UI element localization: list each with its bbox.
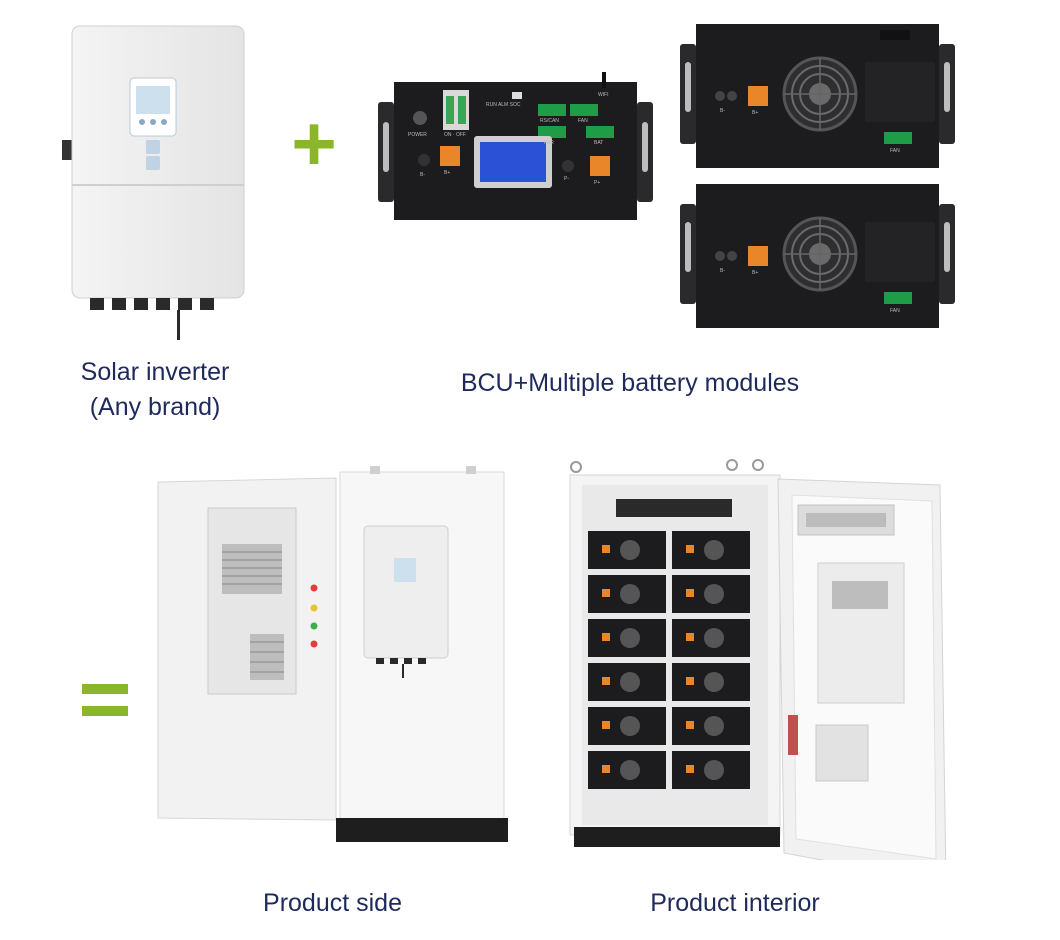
- bcu-unit-image: POWER ON · OFF RUN ALM SOC WIFI RS/CAN F…: [378, 72, 653, 230]
- rack-battery-module: [588, 663, 666, 701]
- rack-battery-module: [588, 751, 666, 789]
- battery-module-graphic: [680, 184, 955, 328]
- rack-battery-module: [588, 707, 666, 745]
- rack-battery-module: [672, 707, 750, 745]
- module1-bplus-label: B+: [752, 110, 759, 116]
- bcu-pplus-label: P+: [594, 180, 601, 186]
- bcu-rscan-label: RS/CAN: [540, 118, 559, 124]
- module1-bminus-label: B-: [720, 108, 725, 114]
- module1-fan-label: FAN: [890, 148, 900, 154]
- rack-battery-module: [672, 751, 750, 789]
- caption-product-side: Product side: [263, 889, 402, 917]
- bcu-bat-label: BAT: [594, 140, 604, 146]
- rack-battery-module: [672, 663, 750, 701]
- caption-solar-inverter: Solar inverter (Any brand): [40, 355, 270, 425]
- bcu-onoff-label: ON · OFF: [444, 132, 466, 138]
- caption-solar-inverter-line1: Solar inverter: [80, 358, 230, 386]
- equals-symbol: =: [82, 684, 128, 716]
- bcu-pminus-label: P-: [564, 176, 569, 182]
- rack-battery-module: [672, 531, 750, 569]
- bcu-bplus-label: B+: [444, 170, 451, 176]
- rack-battery-module: [672, 619, 750, 657]
- caption-bcu-modules: BCU+Multiple battery modules: [460, 369, 800, 397]
- module2-bminus-label: B-: [720, 268, 725, 274]
- module2-fan-label: FAN: [890, 308, 900, 314]
- bcu-wifi-label: WIFI: [598, 92, 609, 98]
- plus-symbol: +: [291, 99, 337, 187]
- battery-module-graphic: [680, 24, 955, 168]
- battery-module-image-2: B- B+ FAN: [680, 182, 955, 332]
- bcu-bminus-label: B-: [420, 172, 425, 178]
- rack-battery-module: [588, 531, 666, 569]
- product-interior-image: [560, 455, 960, 860]
- module2-bplus-label: B+: [752, 270, 759, 276]
- rack-battery-module: [588, 619, 666, 657]
- caption-product-interior: Product interior: [650, 889, 820, 917]
- battery-module-image-1: B- B+ FAN: [680, 22, 955, 172]
- caption-solar-inverter-line2: (Any brand): [89, 393, 221, 421]
- bcu-status-leds-label: RUN ALM SOC: [486, 102, 521, 108]
- solar-inverter-image: [62, 22, 252, 342]
- bcu-par-label: PAR: [544, 140, 554, 146]
- product-side-image: [150, 448, 520, 848]
- bcu-power-label: POWER: [408, 132, 427, 138]
- rack-battery-module: [588, 575, 666, 613]
- bcu-fan-label: FAN: [578, 118, 588, 124]
- rack-battery-module: [672, 575, 750, 613]
- bcu-unit-graphic: [378, 72, 653, 220]
